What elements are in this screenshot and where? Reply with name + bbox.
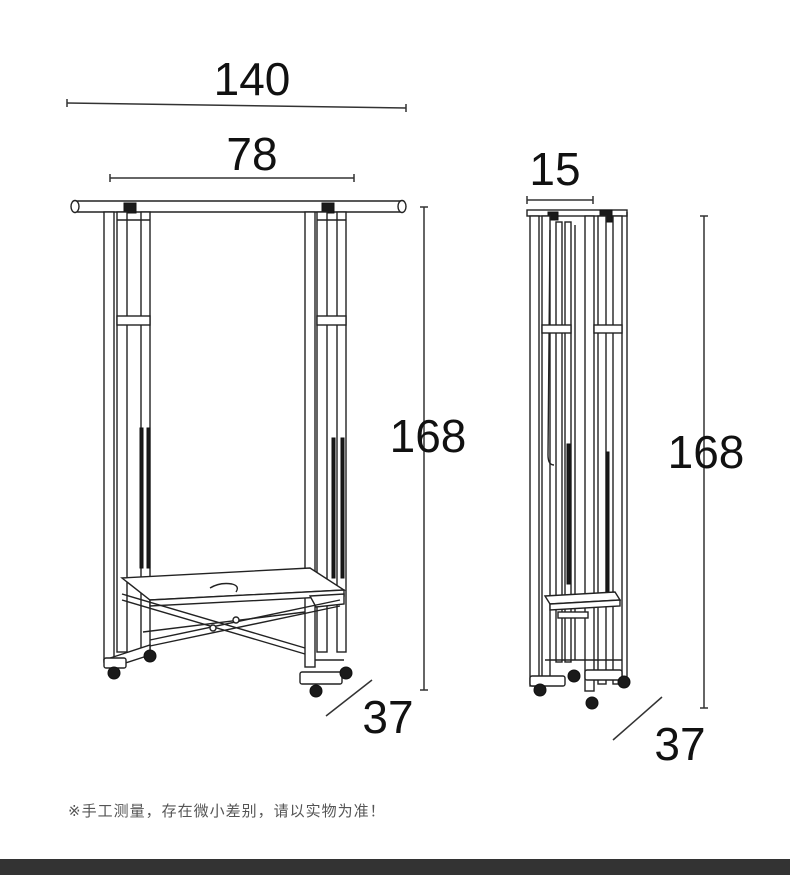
dimension-total-width: 140 <box>66 53 407 112</box>
dimension-front-height: 168 <box>390 206 467 691</box>
label-front-depth: 37 <box>362 691 413 743</box>
label-front-height: 168 <box>390 410 467 462</box>
label-inner-width: 78 <box>226 128 277 180</box>
label-side-width: 15 <box>529 143 580 195</box>
front-view-rack <box>70 199 407 698</box>
dimension-inner-width: 78 <box>109 128 355 182</box>
dimension-side-depth: 37 <box>612 696 706 770</box>
dimension-side-height: 168 <box>668 215 745 709</box>
dimension-side-width: 15 <box>526 143 594 204</box>
dimension-front-depth: 37 <box>325 679 414 743</box>
label-side-height: 168 <box>668 426 745 478</box>
label-total-width: 140 <box>214 53 291 105</box>
measurement-note: ※手工测量，存在微小差别，请以实物为准！ <box>68 802 386 820</box>
footer-bar <box>0 859 790 875</box>
side-view-rack <box>526 209 631 710</box>
label-side-depth: 37 <box>654 718 705 770</box>
